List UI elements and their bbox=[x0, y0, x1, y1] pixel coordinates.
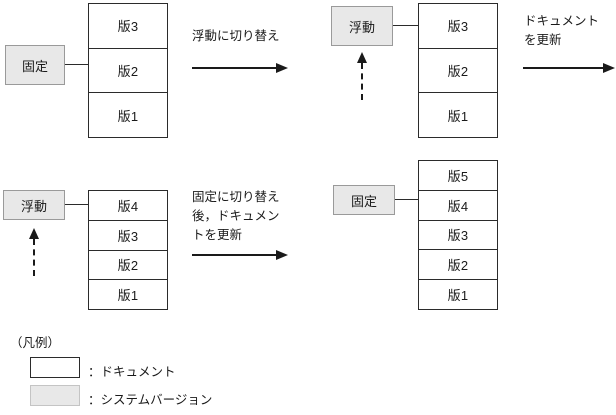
arrow-shaft bbox=[192, 67, 276, 69]
dashed-up-arrow-top-right bbox=[355, 52, 369, 100]
document-stack-bottom-right: 版5 版4 版3 版2 版1 bbox=[418, 160, 498, 310]
legend-swatch-document bbox=[30, 357, 80, 378]
transition-label-line: トを更新 bbox=[192, 228, 243, 242]
connector-bottom-right bbox=[395, 199, 419, 201]
arrow-shaft bbox=[33, 239, 35, 276]
transition-label-3: 固定に切り替え後，ドキュメントを更新 bbox=[192, 188, 302, 245]
stack-cell: 版2 bbox=[419, 250, 497, 281]
stack-cell: 版1 bbox=[419, 93, 497, 138]
stack-cell: 版3 bbox=[419, 4, 497, 49]
transition-label-line: 浮動に切り替え bbox=[192, 29, 280, 43]
arrow-shaft bbox=[192, 254, 276, 256]
connector-bottom-left bbox=[65, 204, 89, 206]
system-version-box-bottom-right: 固定 bbox=[333, 185, 395, 215]
arrow-head bbox=[29, 228, 39, 239]
stack-cell: 版3 bbox=[89, 4, 167, 49]
stack-cell: 版2 bbox=[89, 250, 167, 281]
system-version-box-top-left: 固定 bbox=[5, 45, 65, 85]
legend-swatch-system-version bbox=[30, 385, 80, 406]
stack-cell: 版4 bbox=[419, 190, 497, 221]
transition-label-1: 浮動に切り替え bbox=[192, 27, 307, 46]
stack-cell: 版2 bbox=[89, 48, 167, 94]
stack-cell: 版5 bbox=[419, 161, 497, 191]
arrow-shaft bbox=[361, 63, 363, 100]
document-stack-top-left: 版3 版2 版1 bbox=[88, 3, 168, 138]
arrow-shaft bbox=[523, 67, 603, 69]
stack-cell: 版1 bbox=[419, 280, 497, 309]
transition-label-2: ドキュメントを更新 bbox=[524, 12, 616, 50]
connector-top-right bbox=[393, 25, 419, 27]
stack-cell: 版2 bbox=[419, 48, 497, 94]
system-version-label: 浮動 bbox=[20, 198, 47, 214]
transition-label-line: を更新 bbox=[524, 33, 562, 47]
legend-label-document: ：ドキュメント bbox=[88, 365, 176, 379]
transition-arrow-2 bbox=[523, 63, 615, 73]
arrow-head bbox=[603, 63, 615, 73]
arrow-head bbox=[357, 52, 367, 63]
stack-cell: 版3 bbox=[89, 220, 167, 251]
system-version-box-bottom-left: 浮動 bbox=[3, 190, 65, 220]
stack-cell: 版3 bbox=[419, 220, 497, 251]
legend-label-system-version: ：システムバージョン bbox=[88, 393, 213, 407]
transition-arrow-1 bbox=[192, 63, 288, 73]
arrow-head bbox=[276, 63, 288, 73]
stack-cell: 版1 bbox=[89, 280, 167, 309]
legend-title: （凡例） bbox=[10, 336, 61, 350]
transition-label-line: 固定に切り替え bbox=[192, 190, 280, 204]
system-version-label: 浮動 bbox=[348, 19, 375, 35]
dashed-up-arrow-bottom-left bbox=[27, 228, 41, 276]
stack-cell: 版4 bbox=[89, 191, 167, 221]
transition-label-line: 後，ドキュメン bbox=[192, 209, 280, 223]
connector-top-left bbox=[65, 64, 89, 66]
document-stack-bottom-left: 版4 版3 版2 版1 bbox=[88, 190, 168, 310]
transition-arrow-3 bbox=[192, 250, 288, 260]
system-version-box-top-right: 浮動 bbox=[331, 6, 393, 46]
stack-cell: 版1 bbox=[89, 93, 167, 138]
document-stack-top-right: 版3 版2 版1 bbox=[418, 3, 498, 138]
transition-label-line: ドキュメント bbox=[524, 14, 600, 28]
system-version-label: 固定 bbox=[350, 193, 377, 209]
arrow-head bbox=[276, 250, 288, 260]
system-version-label: 固定 bbox=[21, 58, 48, 74]
